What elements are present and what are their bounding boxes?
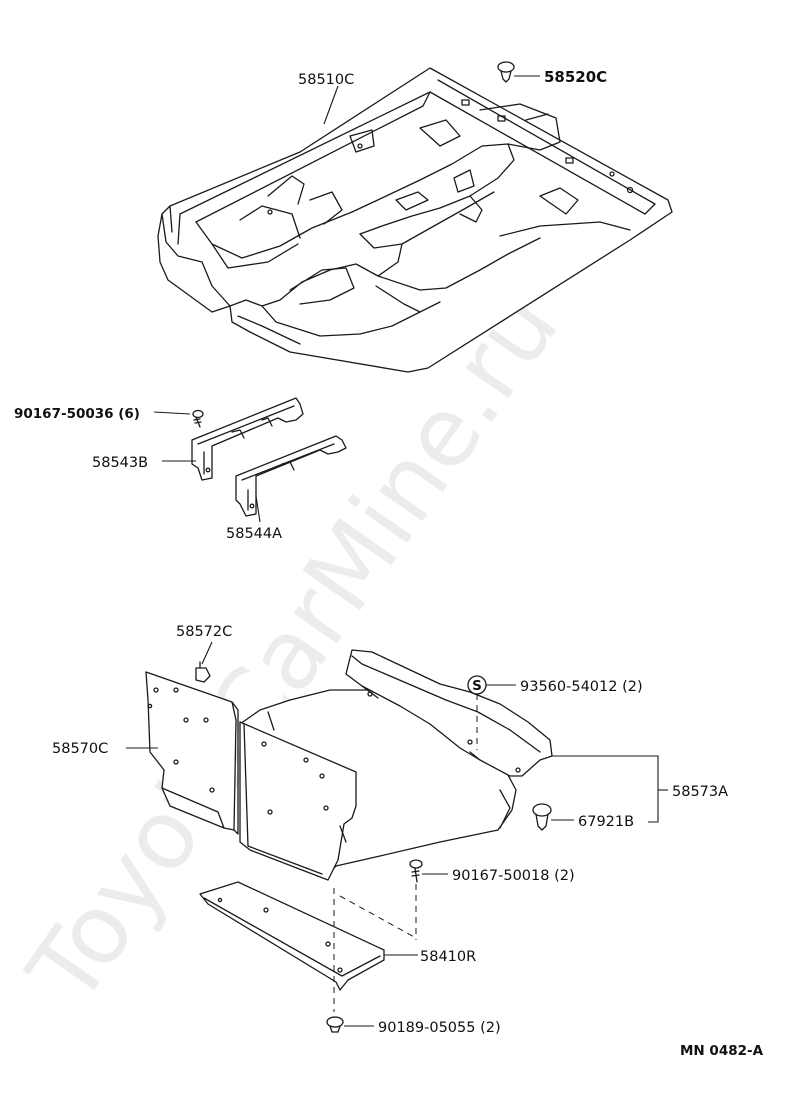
plate-58410r xyxy=(199,881,385,991)
label-67921b: 67921B xyxy=(578,814,634,830)
nut-93560-54012: S xyxy=(467,675,487,695)
clip-58520c xyxy=(497,61,515,83)
screw-90167-50036 xyxy=(192,409,204,428)
nut-symbol: S xyxy=(472,678,482,694)
screw-90167-50018 xyxy=(409,859,423,883)
label-58570c: 58570C xyxy=(52,741,108,757)
label-90167-50036: 90167-50036 (6) xyxy=(14,406,140,422)
label-58410r: 58410R xyxy=(420,949,476,965)
deck-cover-58573a xyxy=(345,649,553,777)
fastener-67921b xyxy=(532,803,552,831)
label-58572c: 58572C xyxy=(176,624,232,640)
label-93560-54012: 93560-54012 (2) xyxy=(520,679,643,695)
label-90189-05055: 90189-05055 (2) xyxy=(378,1020,501,1036)
diagram-code: MN 0482-A xyxy=(680,1043,764,1059)
clip-90189-05055 xyxy=(326,1016,344,1033)
clip-58572c xyxy=(195,661,211,683)
label-58510c: 58510C xyxy=(298,72,354,88)
labels: 58510C 58520C 90167-50036 (6) 58543B 585… xyxy=(14,68,764,1059)
label-58544a: 58544A xyxy=(226,526,282,542)
floor-carpet-58510c xyxy=(157,67,673,373)
leader-lines xyxy=(126,75,668,1027)
label-58573a: 58573A xyxy=(672,784,728,800)
bracket-58544a xyxy=(235,435,347,517)
label-90167-50018: 90167-50018 (2) xyxy=(452,868,575,884)
bracket-58543b xyxy=(191,397,304,481)
label-58520c: 58520C xyxy=(544,68,607,86)
install-lines xyxy=(333,694,478,1012)
label-58543b: 58543B xyxy=(92,455,148,471)
